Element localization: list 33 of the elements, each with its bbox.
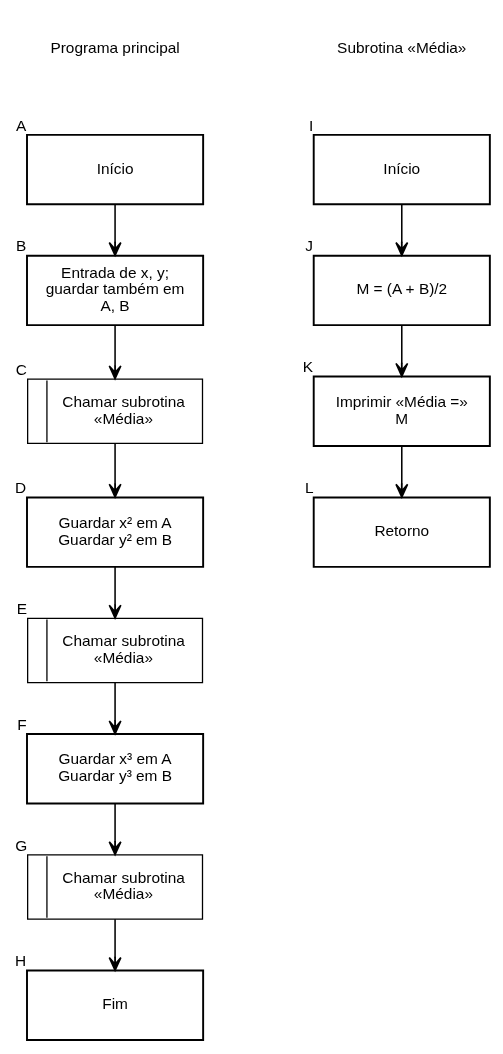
node-label: F [16,715,27,733]
arrow [108,802,122,856]
node-box: Retorno [312,496,491,568]
node-label: J [304,237,313,255]
node-box: Entrada de x, y; guardar também em A, B [25,254,204,327]
arrow [394,203,408,257]
node-label: A [15,116,26,134]
node-label: L [304,479,313,497]
label: Programa principal [49,38,180,56]
label: Subrotina «Média» [336,38,466,56]
node-label: K [302,358,313,376]
node-label: E [16,599,27,617]
node-box: Fim [25,969,204,1041]
node-box: Guardar x² em A Guardar y² em B [25,496,204,568]
arrow [108,324,122,380]
arrow [108,442,122,498]
node-label: I [308,116,313,134]
node-box: Início [25,133,204,206]
arrow [394,324,408,378]
node-label: D [14,479,26,497]
node-label: C [15,360,27,378]
node-box: Imprimir «Média =» M [312,375,491,447]
arrow [108,203,122,257]
node-box: Início [312,133,491,206]
node-box: M = (A + B)/2 [312,254,491,327]
node-label: B [15,237,26,255]
arrow [394,445,408,498]
node-box: Guardar x³ em A Guardar y³ em B [25,733,204,805]
arrow [108,566,122,619]
arrow [108,918,122,972]
arrow [108,681,122,735]
node-label: H [14,952,26,970]
node-label: G [14,836,27,854]
